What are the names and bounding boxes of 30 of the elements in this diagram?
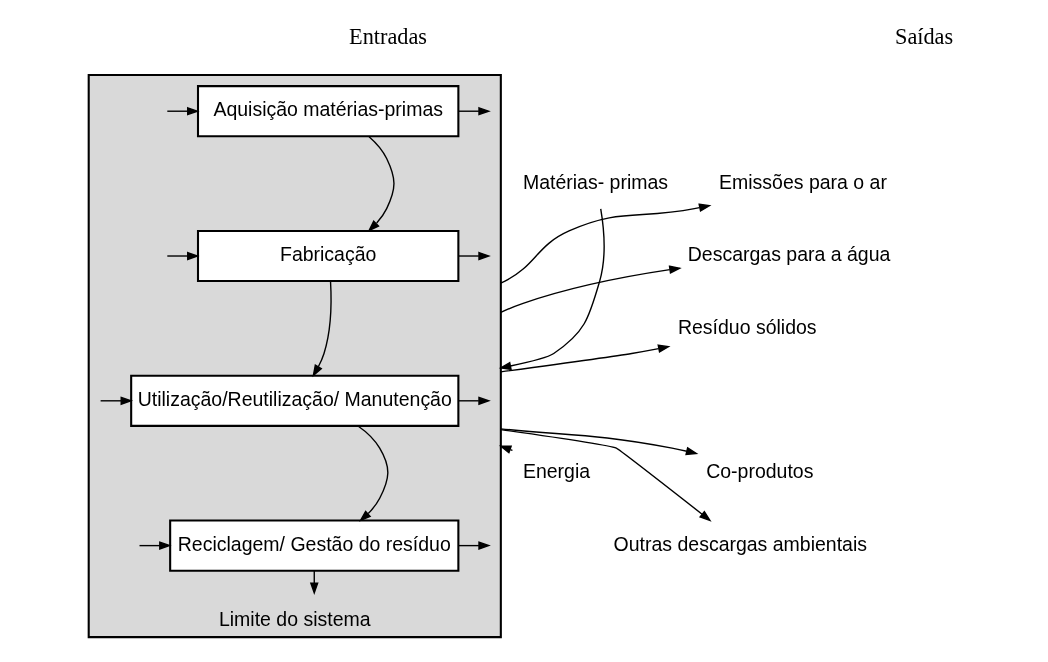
node-text: Energia — [522, 460, 590, 483]
arrow — [499, 428, 712, 522]
node-box: Fabricação — [196, 229, 459, 283]
arrow — [499, 265, 682, 314]
arrow — [356, 425, 389, 522]
node-text: Co-produtos — [705, 460, 813, 483]
arrow — [457, 106, 491, 116]
arrow — [166, 251, 200, 261]
arrow — [99, 396, 133, 406]
arrow — [457, 251, 491, 261]
arrow — [498, 208, 605, 371]
node-box: Utilização/Reutilização/ Manutenção — [129, 374, 459, 427]
node-text: Matérias- primas — [522, 170, 668, 193]
arrow — [138, 541, 172, 550]
arrow — [311, 280, 332, 378]
arrow — [499, 428, 698, 456]
arrow — [457, 396, 491, 406]
arrow — [166, 106, 200, 116]
arrow — [499, 203, 711, 284]
label: Saídas — [894, 24, 953, 50]
node-text: Outras descargas ambientais — [613, 532, 867, 555]
arrow — [457, 541, 491, 550]
label: Entradas — [348, 24, 427, 50]
node-text: Descargas para a água — [687, 243, 890, 266]
node-box: Aquisição matérias-primas — [196, 85, 459, 138]
node-text: Emissões para o ar — [718, 170, 887, 193]
arrow — [367, 136, 395, 232]
node-text: Resíduo sólidos — [677, 315, 817, 338]
node-box: Reciclagem/ Gestão do resíduo — [168, 519, 459, 572]
arrow — [499, 344, 670, 373]
